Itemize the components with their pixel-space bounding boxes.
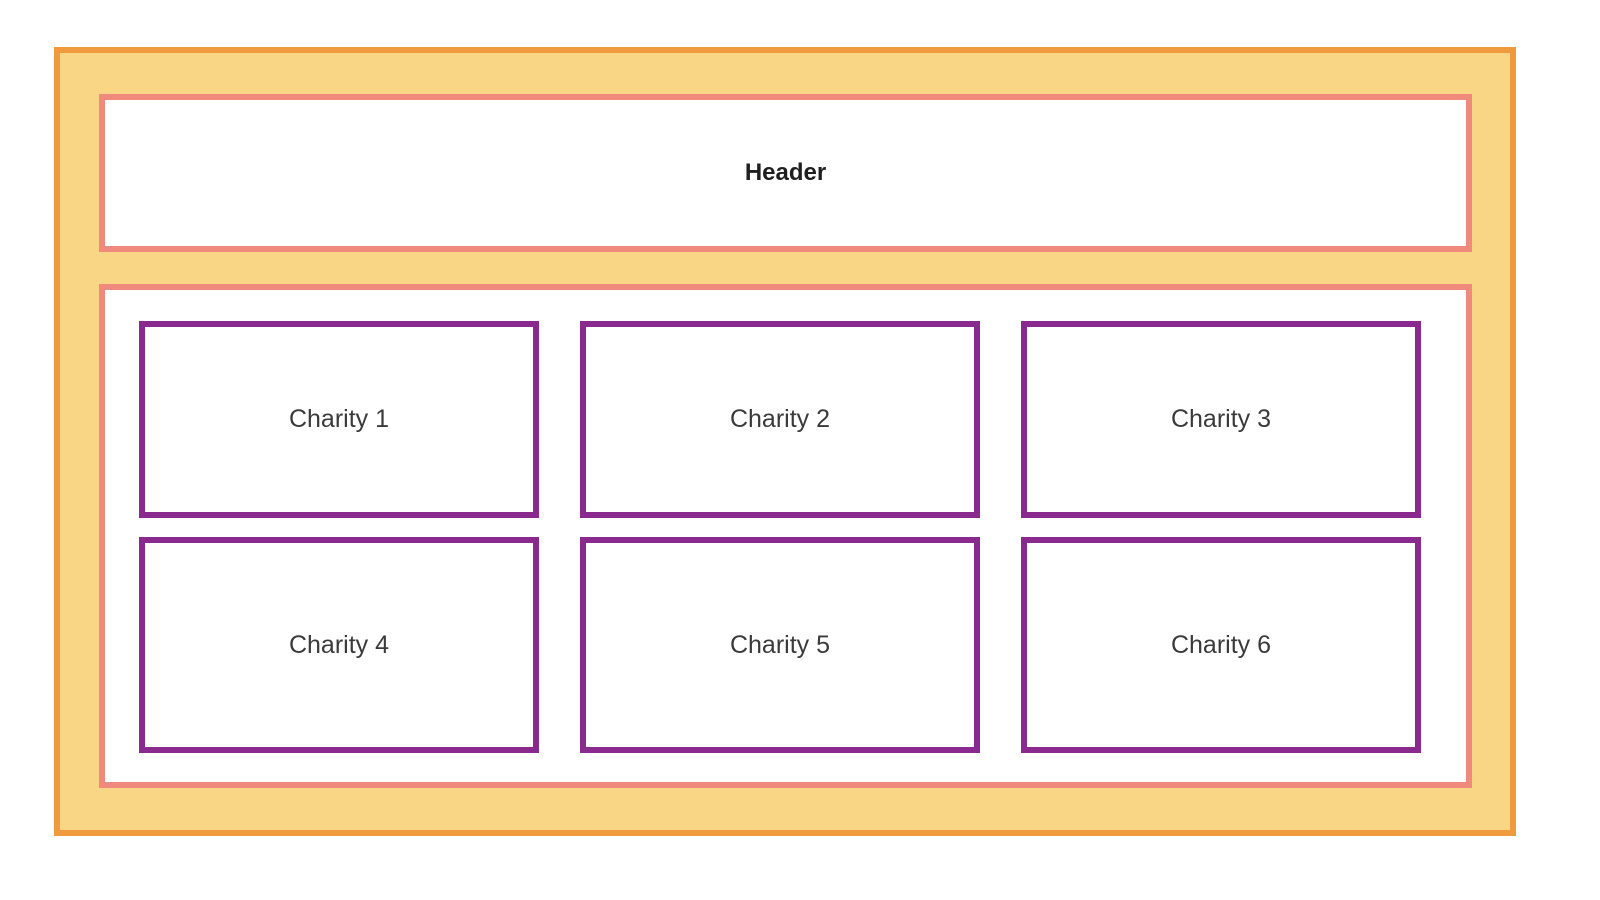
charity-label: Charity 4 (288, 630, 390, 659)
charity-label: Charity 6 (1170, 630, 1272, 659)
header-region: Header (99, 94, 1472, 252)
charity-label: Charity 3 (1170, 405, 1272, 433)
charity-card-1: Charity 1 (139, 321, 539, 518)
charity-card-6: Charity 6 (1021, 537, 1421, 753)
charity-card-2: Charity 2 (580, 321, 980, 518)
charity-card-5: Charity 5 (580, 537, 980, 753)
charity-card-3: Charity 3 (1021, 321, 1421, 518)
main-content-region: Charity 1 Charity 2 Charity 3 Charity 4 … (99, 284, 1472, 788)
charity-label: Charity 2 (729, 405, 831, 433)
page-container: Header Charity 1 Charity 2 Charity 3 Cha… (54, 47, 1516, 836)
charity-label: Charity 1 (288, 405, 390, 433)
charity-card-4: Charity 4 (139, 537, 539, 753)
header-label: Header (744, 159, 827, 186)
charity-label: Charity 5 (729, 630, 831, 659)
